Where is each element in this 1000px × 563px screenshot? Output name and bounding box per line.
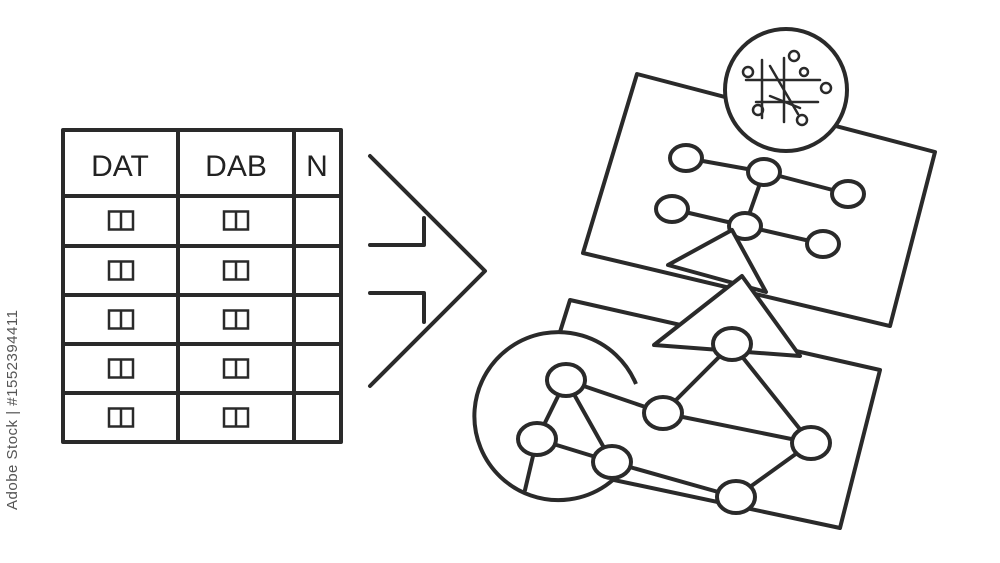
table-header-dat: DAT: [91, 150, 149, 183]
graph-node: [642, 395, 684, 431]
split-square-icon: [222, 407, 250, 428]
split-square-icon: [107, 309, 135, 330]
network-graph-main: [516, 326, 832, 515]
table-cell-glyphs: [107, 210, 250, 428]
split-square-icon: [107, 407, 135, 428]
graph-node: [715, 479, 757, 515]
network-graph-top: [654, 143, 866, 259]
graph-node: [727, 211, 763, 241]
graph-node: [790, 425, 832, 461]
split-square-icon: [222, 210, 250, 231]
graph-node: [654, 194, 690, 224]
graph-node: [516, 421, 558, 457]
transform-arrow: [368, 154, 487, 388]
split-square-icon: [107, 358, 135, 379]
graph-node: [805, 229, 841, 259]
split-square-icon: [222, 260, 250, 281]
stock-watermark: Adobe Stock | #1552394411: [4, 309, 21, 510]
split-square-icon: [107, 260, 135, 281]
sigil-badge: [723, 27, 849, 153]
data-table: DAT DAB N: [61, 128, 343, 444]
graph-node: [830, 179, 866, 209]
graph-node: [545, 362, 587, 398]
graph-node: [668, 143, 704, 173]
table-header-n: N: [306, 150, 328, 183]
graph-node: [746, 157, 782, 187]
graph-node: [591, 444, 633, 480]
split-square-icon: [107, 210, 135, 231]
graph-node: [711, 326, 753, 362]
split-square-icon: [222, 358, 250, 379]
table-header-dab: DAB: [205, 150, 267, 183]
split-square-icon: [222, 309, 250, 330]
